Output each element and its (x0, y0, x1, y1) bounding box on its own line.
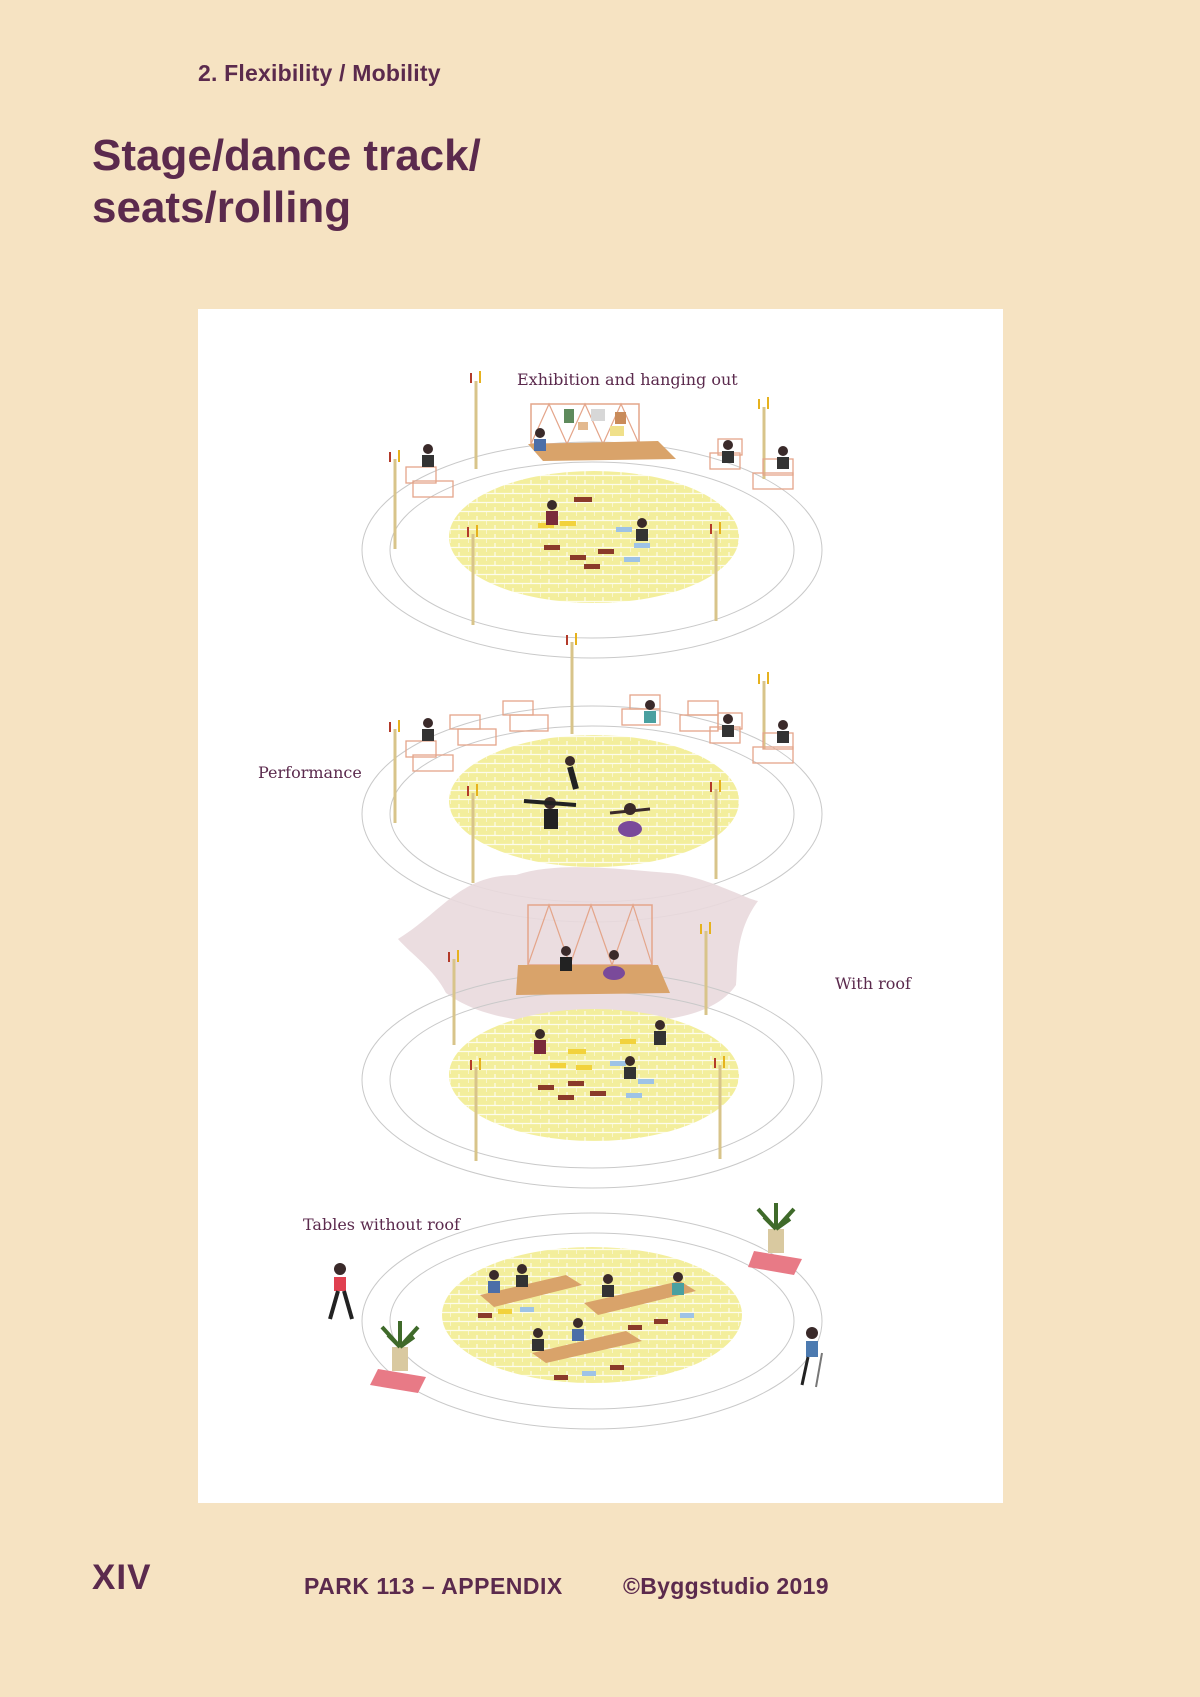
config-with-roof: With roof (361, 867, 912, 1189)
person (516, 1264, 528, 1287)
person (572, 1318, 584, 1341)
exhibition-stage (528, 402, 676, 461)
person (722, 714, 734, 737)
dancer (565, 756, 579, 790)
scooter-rider (800, 1327, 823, 1388)
person (534, 428, 546, 451)
lamp-post (758, 397, 769, 479)
lamp-post (758, 672, 769, 749)
table-group (538, 497, 650, 569)
lamp-post (448, 950, 459, 1045)
copyright: ©Byggstudio 2019 (623, 1573, 829, 1599)
planter (748, 1203, 802, 1275)
lamp-post (710, 522, 721, 621)
rolling-seat (405, 740, 454, 772)
person (422, 718, 434, 741)
rolling-seat (449, 714, 497, 746)
label-performance: Performance (258, 763, 362, 782)
person (532, 1328, 544, 1351)
label-with-roof: With roof (835, 974, 912, 993)
park-configurations-illustration: Exhibition and hanging out (258, 370, 912, 1430)
person (546, 500, 558, 525)
long-table (532, 1331, 642, 1363)
page-title-line-2: seats/rolling (92, 183, 352, 232)
config-tables-without-roof: Tables without roof (303, 1203, 823, 1430)
lamp-post (467, 525, 478, 625)
roofed-stage (516, 903, 670, 995)
page-title: Stage/dance track/ seats/rolling (92, 130, 481, 234)
person (488, 1270, 500, 1293)
dancer (523, 797, 577, 829)
lamp-post (700, 922, 711, 1015)
section-label: 2. Flexibility / Mobility (198, 60, 441, 86)
config-exhibition: Exhibition and hanging out (361, 370, 823, 659)
table-group (538, 1039, 654, 1100)
person (534, 1029, 546, 1054)
lamp-post (710, 780, 721, 879)
dance-floor (449, 735, 739, 867)
rolling-seat (405, 466, 454, 498)
person (602, 1274, 614, 1297)
person (422, 444, 434, 467)
person (654, 1020, 666, 1045)
dance-floor (449, 1009, 739, 1141)
person (672, 1272, 684, 1295)
page-number: XIV (92, 1558, 152, 1597)
label-exhibition: Exhibition and hanging out (517, 370, 738, 389)
roller-skater (328, 1263, 354, 1320)
lamp-post (470, 1058, 481, 1161)
person (777, 720, 789, 743)
label-tables-without-roof: Tables without roof (303, 1215, 461, 1234)
diagram-panel: Exhibition and hanging out (198, 309, 1003, 1503)
person (624, 1056, 636, 1079)
dancer (560, 946, 572, 971)
person (722, 440, 734, 463)
dancer (609, 803, 651, 837)
dance-floor (449, 471, 739, 603)
table-group (478, 1307, 694, 1380)
lamp-post (566, 633, 577, 734)
lamp-post (470, 371, 481, 469)
planter (370, 1321, 426, 1393)
config-performance: Performance (258, 633, 823, 923)
person (777, 446, 789, 469)
rolling-seat (621, 694, 661, 726)
long-table (584, 1281, 696, 1315)
long-table (480, 1275, 582, 1307)
lamp-post (467, 784, 478, 883)
lamp-post (389, 720, 400, 823)
lamp-post (389, 450, 400, 549)
document-name: PARK 113 – APPENDIX (304, 1573, 563, 1599)
page-title-line-1: Stage/dance track/ (92, 131, 481, 180)
person (644, 700, 656, 723)
dancer (603, 950, 625, 980)
lamp-post (714, 1056, 725, 1159)
person (636, 518, 648, 541)
rolling-seat (502, 700, 549, 732)
